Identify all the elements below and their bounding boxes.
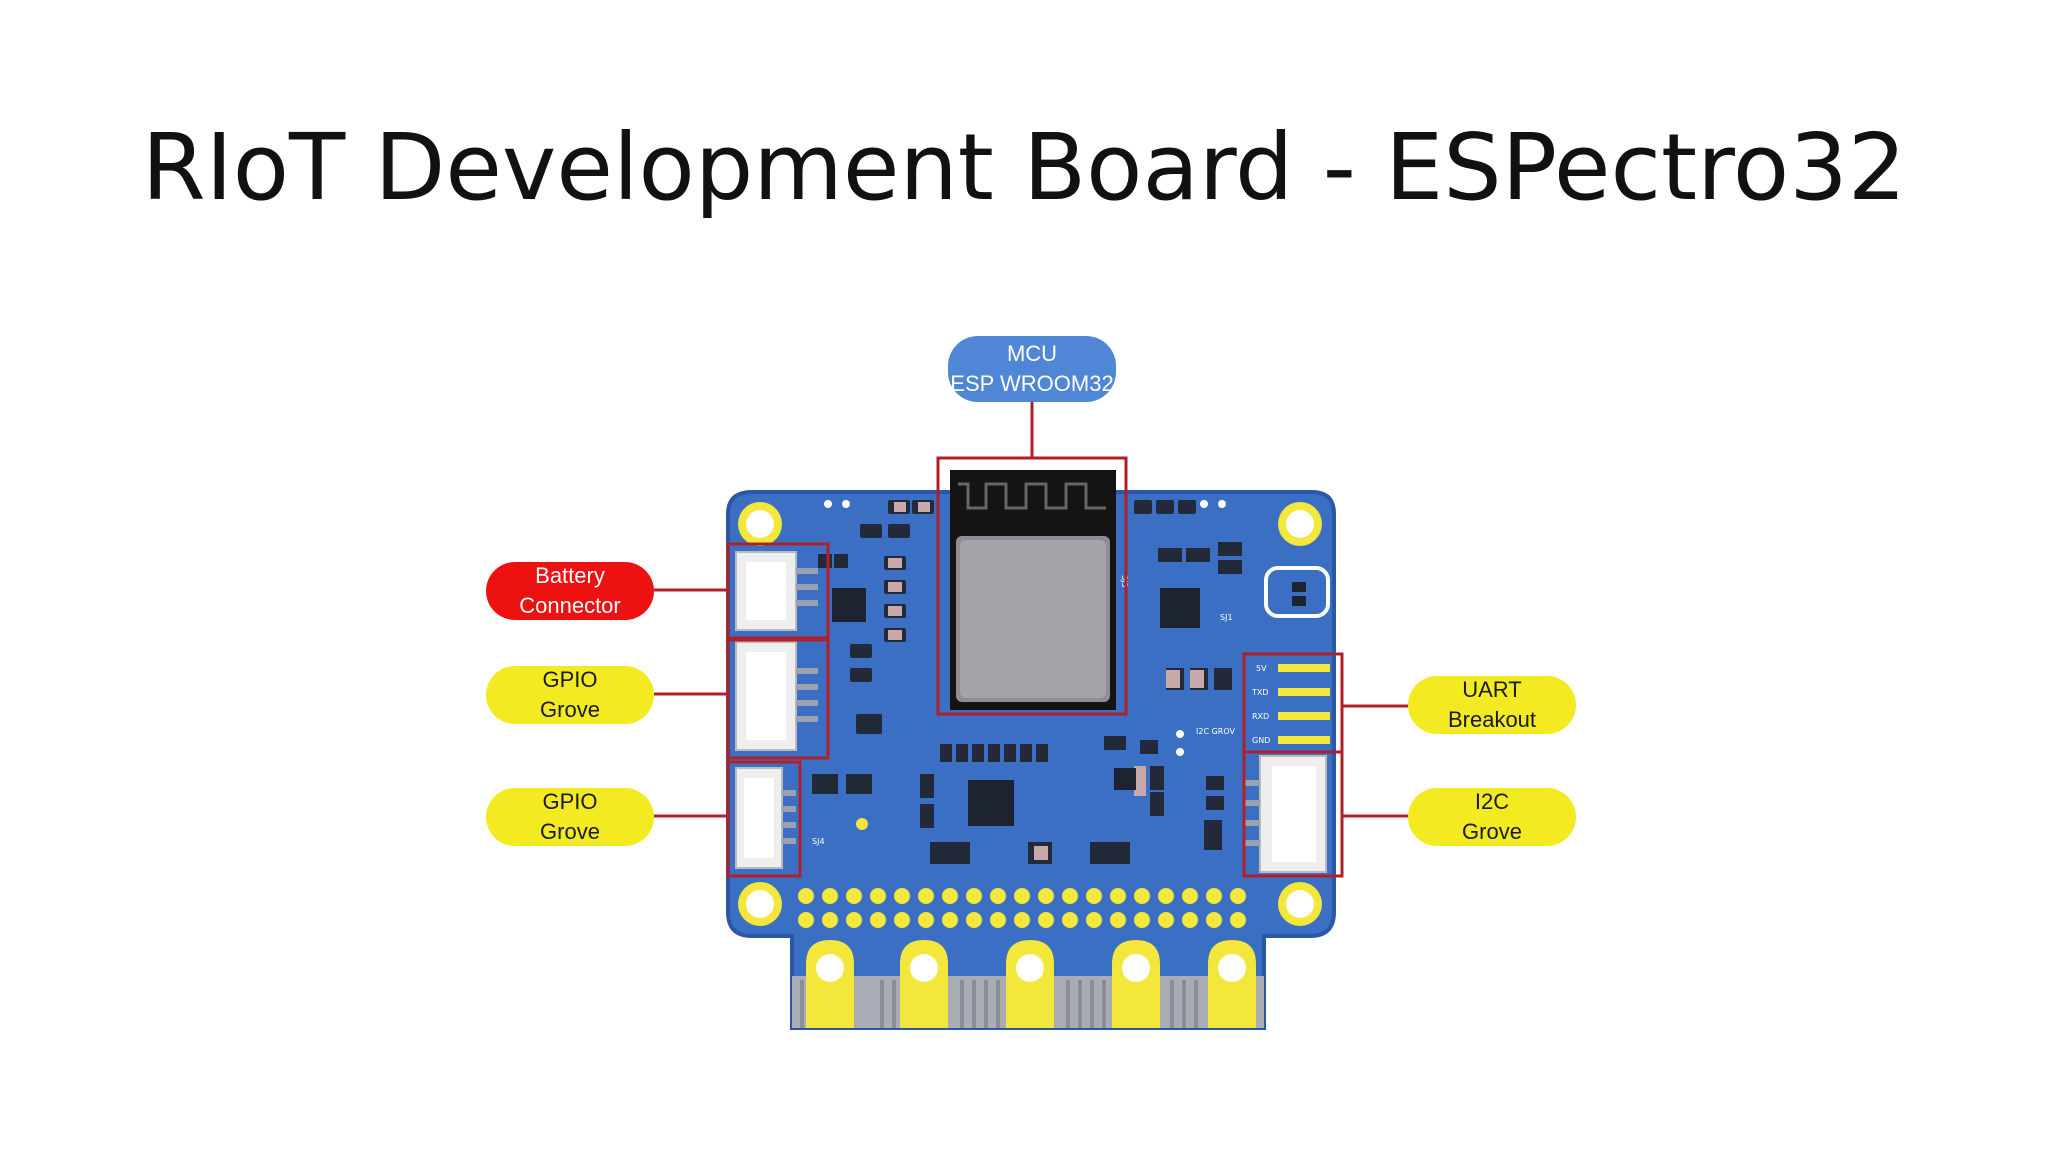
uart-pin-label: RXD [1252,712,1269,721]
gpio-grove-2-line2: Grove [540,819,600,844]
mcu-callout-line2: ESP WROOM32 [950,371,1114,396]
i2c-grove-callout: I2C Grove [1408,788,1576,846]
i2c-callout-line1: I2C [1474,789,1510,814]
i2c-highlight [1242,750,1344,878]
uart-pin-label: GND [1252,736,1270,745]
left-connectors [735,551,818,869]
battery-callout-line2: Connector [519,593,621,618]
uart-callout-line2: Breakout [1447,707,1537,732]
ic-chip [1160,588,1200,628]
board-dots [824,500,1226,756]
uart-callout-line1: UART [1462,677,1522,702]
sj4-label: SJ4 [812,837,825,846]
pin-header-dots [798,888,1246,928]
gpio-grove-1-line1: GPIO [542,667,598,692]
mcu-callout-line1: MCU [1006,341,1058,366]
mounting-holes [738,502,1322,926]
leader-lines [654,402,1408,818]
battery-connector-callout: Battery Connector [486,562,654,620]
gpio-grove-2-line1: GPIO [542,789,598,814]
gpio-grove-2-highlight [726,760,802,878]
i2c-header-label: I2C GROV [1196,727,1235,736]
battery-highlight [726,542,830,642]
slide-title: RIoT Development Board - ESPectro32 [141,114,1907,221]
mcu-callout: MCU ESP WROOM32 [948,336,1116,402]
right-connectors [1244,664,1330,873]
uart-breakout-callout: UART Breakout [1408,676,1576,734]
gpio-grove-1-line2: Grove [540,697,600,722]
i2c-callout-line2: Grove [1462,819,1522,844]
gpio-grove-1-highlight [726,636,830,760]
gpio-grove-callout-2: GPIO Grove [486,788,654,846]
battery-callout-line1: Battery [535,563,605,588]
uart-pin-label: TXD [1251,688,1269,697]
edge-connector [792,940,1264,1028]
smd-components [812,500,1330,864]
esp-wroom32-module [950,470,1116,710]
ic-chip [1114,768,1136,790]
sj1-label: SJ1 [1220,613,1233,622]
ic-chip [832,588,866,622]
ic-chip [968,780,1014,826]
gpio-grove-callout-1: GPIO Grove [486,666,654,724]
uart-pin-label: 5V [1256,664,1267,673]
